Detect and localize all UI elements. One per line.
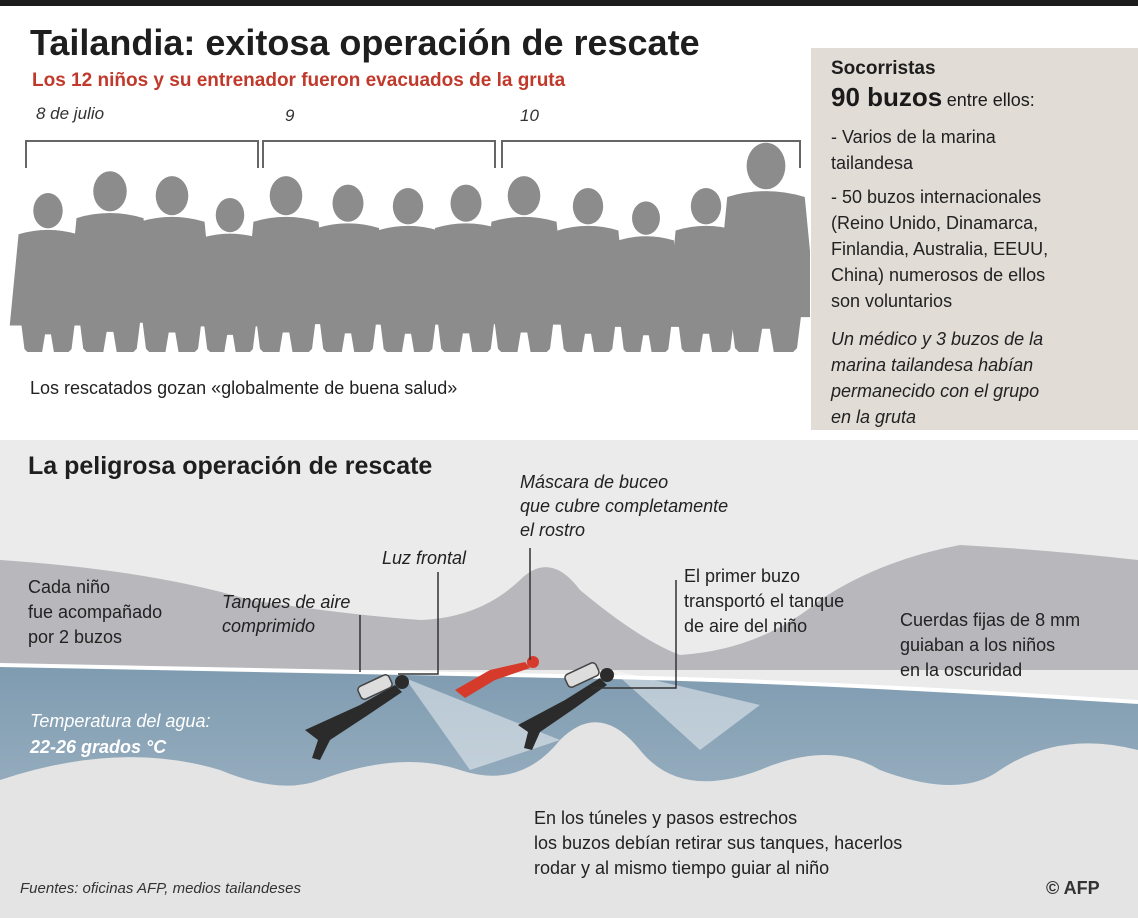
divers-suffix: entre ellos: xyxy=(946,90,1035,110)
diver-1 xyxy=(305,675,409,760)
air-tank-2 xyxy=(564,662,600,688)
headlamp-beam-2 xyxy=(612,670,760,750)
rescuers-heading: Socorristas xyxy=(831,58,936,79)
headlamp-beam-1 xyxy=(405,678,560,770)
label-ropes: Cuerdas fijas de 8 mm guiaban a los niño… xyxy=(900,610,1081,680)
top-bar xyxy=(0,0,1138,6)
leader-headlamp xyxy=(398,572,439,675)
rescuers-panel: Socorristas 90 buzos entre ellos: - Vari… xyxy=(811,48,1138,430)
rescued-silhouettes xyxy=(9,142,810,352)
page-title: Tailandia: exitosa operación de rescate xyxy=(30,22,700,63)
cave-illustration xyxy=(0,545,1138,918)
lower-rock xyxy=(0,722,1138,918)
bracket-day-3 xyxy=(501,140,801,168)
diver-2 xyxy=(518,668,614,750)
rescuers-item-2: - 50 buzos internacionales (Reino Unido,… xyxy=(831,187,1049,311)
label-air-tanks: Tanques de aire comprimido xyxy=(222,592,351,636)
label-mask: Máscara de buceo que cubre completamente… xyxy=(520,472,729,540)
divers-count-line: 90 buzos entre ellos: xyxy=(831,82,1035,113)
day-label-2: 9 xyxy=(285,106,295,125)
rescuers-note: Un médico y 3 buzos de la marina tailand… xyxy=(831,329,1044,427)
divers-count: 90 buzos xyxy=(831,82,943,112)
rescue-scene xyxy=(0,440,1138,918)
operation-heading: La peligrosa operación de rescate xyxy=(28,452,433,480)
silhouette-group xyxy=(9,142,810,352)
page-subtitle: Los 12 niños y su entrenador fueron evac… xyxy=(32,70,566,91)
day-label-1: 8 de julio xyxy=(36,104,105,123)
label-tunnels: En los túneles y pasos estrechos los buz… xyxy=(534,808,903,878)
leader-first-diver xyxy=(592,580,677,689)
person-silhouette xyxy=(481,176,567,352)
bracket-day-2 xyxy=(262,140,496,168)
label-each-child: Cada niño fue acompañado por 2 buzos xyxy=(28,577,163,647)
day-label-3: 10 xyxy=(520,106,539,125)
air-tank-1 xyxy=(357,674,393,700)
rescuers-item-1: - Varios de la marina tailandesa xyxy=(831,127,996,173)
bracket-day-1 xyxy=(25,140,259,168)
water-surface xyxy=(0,663,1138,704)
label-water-temp: Temperatura del agua: 22-26 grados °C xyxy=(30,711,211,757)
upper-rock xyxy=(0,545,1138,670)
afp-credit: © AFP xyxy=(1046,878,1100,898)
sources-note: Fuentes: oficinas AFP, medios tailandese… xyxy=(20,880,301,897)
health-note: Los rescatados gozan «globalmente de bue… xyxy=(30,378,458,398)
label-first-diver: El primer buzo transportó el tanque de a… xyxy=(684,566,845,636)
label-headlamp: Luz frontal xyxy=(382,548,467,568)
